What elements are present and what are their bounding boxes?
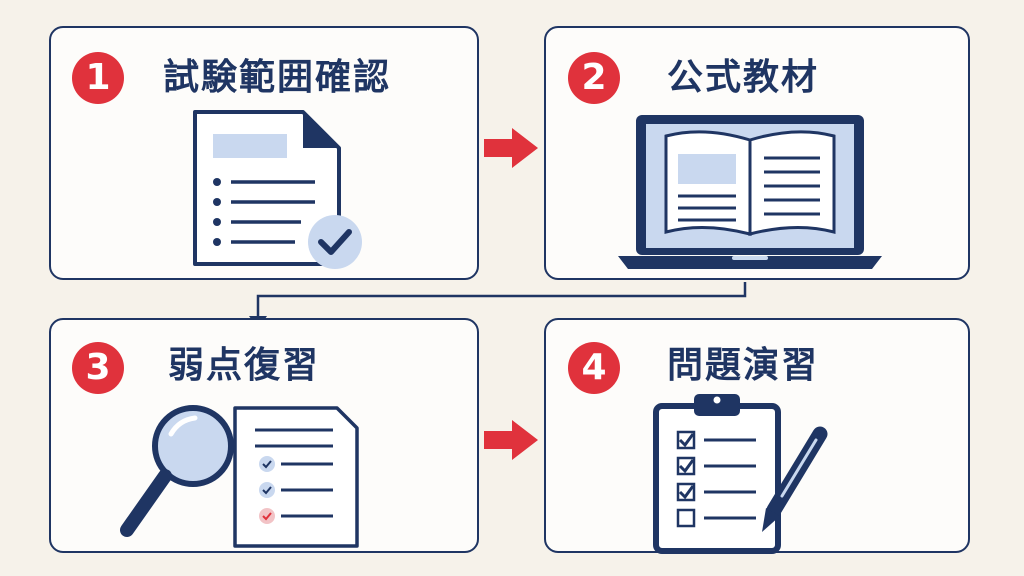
clipboard-pen-icon <box>653 394 828 554</box>
magnifier-checklist-icon <box>120 405 359 548</box>
step-number-badge: 3 <box>72 342 124 394</box>
step-card-4: 4 問題演習 <box>544 318 970 554</box>
step-number-badge: 4 <box>568 342 620 394</box>
step-title: 弱点復習 <box>168 345 321 386</box>
step-title: 問題演習 <box>667 345 820 386</box>
step-card-2: 2 公式教材 <box>544 26 970 280</box>
document-check-icon <box>193 110 362 269</box>
step-number-badge: 2 <box>568 52 620 104</box>
flow-arrow-right-icon <box>484 128 538 168</box>
step-title: 試験範囲確認 <box>163 57 392 98</box>
flow-arrow-right-icon <box>484 420 538 460</box>
laptop-book-icon <box>618 115 882 269</box>
step-card-3: 3 弱点復習 <box>49 318 479 553</box>
step-card-1: 1 試験範囲確認 <box>49 26 479 280</box>
step-number-badge: 1 <box>72 52 124 104</box>
step-title: 公式教材 <box>667 57 820 98</box>
